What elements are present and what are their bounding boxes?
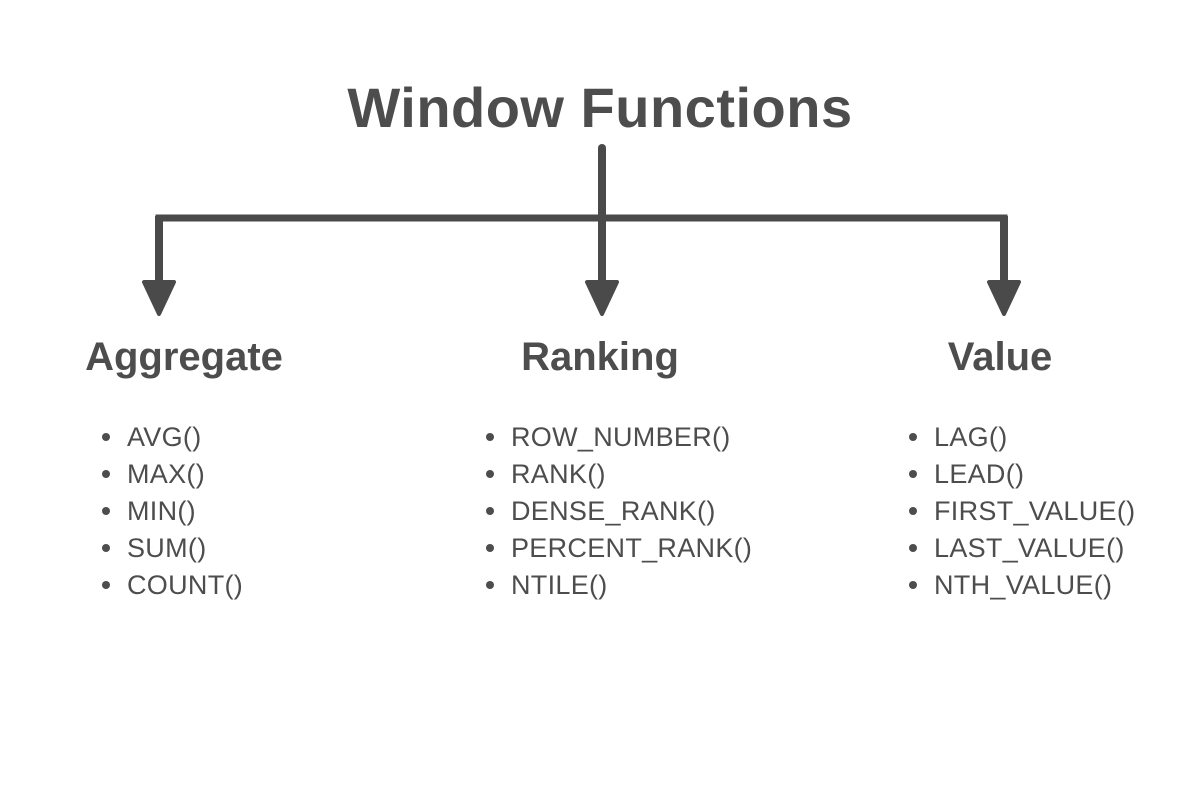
- value-function-list: LAG() LEAD() FIRST_VALUE() LAST_VALUE() …: [909, 419, 1135, 604]
- function-name: COUNT(): [127, 570, 244, 600]
- bullet-icon: [102, 581, 110, 589]
- function-name: MIN(): [127, 496, 196, 526]
- list-item: NTILE(): [486, 567, 752, 604]
- column-heading-value: Value: [947, 335, 1053, 379]
- list-item: RANK(): [486, 456, 752, 493]
- list-item: SUM(): [102, 530, 243, 567]
- list-item: NTH_VALUE(): [909, 567, 1135, 604]
- arrow-down-left-icon: [142, 280, 176, 316]
- column-heading-ranking: Ranking: [521, 335, 679, 379]
- list-item: COUNT(): [102, 567, 243, 604]
- bullet-icon: [909, 507, 917, 515]
- bullet-icon: [486, 581, 494, 589]
- list-item: MAX(): [102, 456, 243, 493]
- bullet-icon: [102, 433, 110, 441]
- list-item: ROW_NUMBER(): [486, 419, 752, 456]
- arrow-down-center-icon: [585, 280, 619, 316]
- list-item: LAST_VALUE(): [909, 530, 1135, 567]
- function-name: LAST_VALUE(): [934, 533, 1125, 563]
- bullet-icon: [909, 470, 917, 478]
- list-item: AVG(): [102, 419, 243, 456]
- list-item: MIN(): [102, 493, 243, 530]
- function-name: RANK(): [511, 459, 606, 489]
- function-name: FIRST_VALUE(): [934, 496, 1136, 526]
- function-name: MAX(): [127, 459, 205, 489]
- bullet-icon: [909, 433, 917, 441]
- ranking-function-list: ROW_NUMBER() RANK() DENSE_RANK() PERCENT…: [486, 419, 752, 604]
- function-name: LEAD(): [934, 459, 1025, 489]
- list-item: LAG(): [909, 419, 1135, 456]
- arrow-down-right-icon: [987, 280, 1021, 316]
- function-name: DENSE_RANK(): [511, 496, 716, 526]
- column-heading-aggregate: Aggregate: [85, 335, 283, 379]
- bullet-icon: [909, 581, 917, 589]
- function-name: SUM(): [127, 533, 207, 563]
- list-item: PERCENT_RANK(): [486, 530, 752, 567]
- bullet-icon: [486, 433, 494, 441]
- bullet-icon: [102, 544, 110, 552]
- bullet-icon: [486, 544, 494, 552]
- function-name: LAG(): [934, 422, 1008, 452]
- function-name: AVG(): [127, 422, 202, 452]
- function-name: PERCENT_RANK(): [511, 533, 753, 563]
- list-item: LEAD(): [909, 456, 1135, 493]
- bullet-icon: [102, 507, 110, 515]
- bullet-icon: [486, 470, 494, 478]
- list-item: DENSE_RANK(): [486, 493, 752, 530]
- bullet-icon: [102, 470, 110, 478]
- page-title: Window Functions: [347, 76, 853, 139]
- function-name: ROW_NUMBER(): [511, 422, 731, 452]
- aggregate-function-list: AVG() MAX() MIN() SUM() COUNT(): [102, 419, 243, 604]
- bullet-icon: [486, 507, 494, 515]
- function-name: NTH_VALUE(): [934, 570, 1113, 600]
- function-name: NTILE(): [511, 570, 608, 600]
- bullet-icon: [909, 544, 917, 552]
- list-item: FIRST_VALUE(): [909, 493, 1135, 530]
